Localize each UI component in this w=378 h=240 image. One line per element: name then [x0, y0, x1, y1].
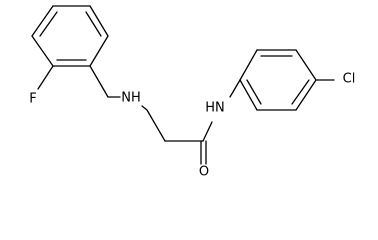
double-bond-line [291, 79, 310, 105]
bond [31, 35, 54, 67]
bond [89, 5, 109, 37]
bond [239, 79, 258, 111]
bond [89, 35, 109, 67]
oxygen-atom-label: O [199, 165, 209, 180]
bond [37, 65, 54, 90]
bond [229, 79, 241, 98]
bond [141, 105, 148, 111]
bond [89, 65, 109, 98]
bond [295, 49, 317, 81]
bond [146, 109, 166, 142]
double-bond-line [85, 11, 102, 37]
chlorophenyl-ring [239, 49, 317, 111]
double-bond-line [246, 79, 262, 105]
bond [295, 79, 317, 111]
fluorine-atom-label: F [29, 92, 36, 107]
double-bond-line [39, 11, 58, 37]
bond [31, 5, 54, 37]
chemical-structure-diagram: F NH HN O Cl [29, 5, 356, 180]
bond [202, 121, 213, 142]
amine-nh-label: NH [121, 91, 141, 106]
amide-nh-label: HN [205, 101, 225, 116]
bond [239, 49, 258, 81]
chlorine-atom-label: Cl [343, 72, 356, 87]
fluorophenyl-ring [31, 5, 109, 67]
